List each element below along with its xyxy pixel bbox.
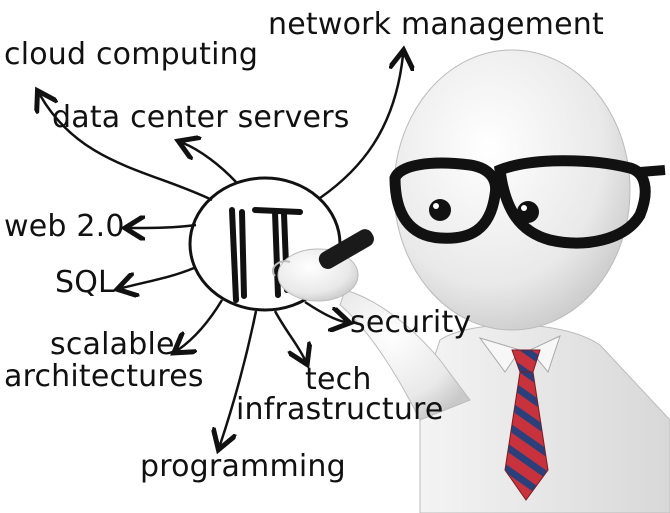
right-eye [517,201,539,223]
left-eye [429,199,451,221]
label-data-center-servers: data center servers [52,100,350,135]
label-network-management: network management [268,7,604,42]
arrow-network [319,55,403,200]
arrow-datacenter [183,143,237,183]
arrow-cloud [40,95,213,202]
glasses-icon [389,155,666,249]
arrow-sql [122,266,195,288]
label-tech: tech [305,362,372,397]
label-cloud-computing: cloud computing [4,37,259,72]
arrow-scalable [178,299,224,350]
arrow-tech [273,310,305,360]
label-infrastructure: infrastructure [236,392,444,427]
arrow-security [304,300,345,322]
label-scalable: scalable [50,327,175,362]
arrows [40,55,403,445]
label-architectures: architectures [4,359,204,394]
label-security: security [350,305,472,340]
label-sql: SQL [55,265,115,300]
head [393,49,631,331]
arrow-programming [220,310,258,445]
arrow-web [130,225,197,228]
cartoon-man [271,49,670,513]
arm [339,289,471,421]
label-web-2: web 2.0 [4,209,125,244]
shirt [419,324,670,513]
marker-pen [318,229,374,269]
label-programming: programming [140,449,346,484]
